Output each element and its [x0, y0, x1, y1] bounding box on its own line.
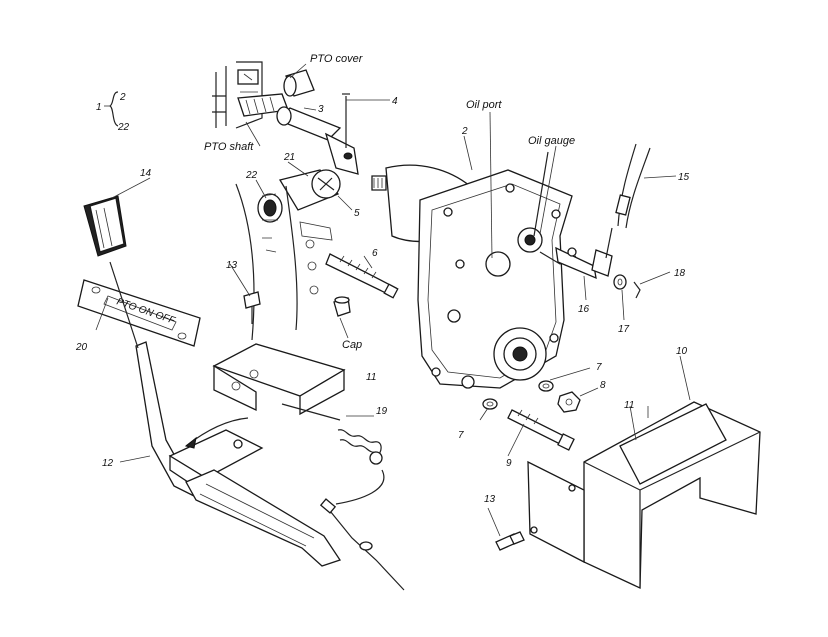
num-2-brace: 2: [119, 92, 126, 103]
part-numbers: 1 2 22 2 3 4 5 6 7 7 8 9 10 11 11 12 13 …: [75, 92, 690, 505]
spring-part-19: [281, 403, 405, 591]
leader-lines: [95, 63, 691, 537]
num-4: 4: [392, 96, 398, 107]
num-18: 18: [674, 268, 686, 279]
num-1: 1: [96, 102, 102, 113]
num-5: 5: [354, 208, 360, 219]
label-oil-gauge: Oil gauge: [528, 135, 575, 147]
tractor-frame-fragment: [212, 61, 263, 129]
bolt-part-13-left: [243, 291, 261, 324]
num-2: 2: [461, 126, 468, 137]
washer-part-7-right: [538, 380, 554, 392]
num-14: 14: [140, 168, 152, 179]
bracket-plate-part-11: [527, 460, 585, 564]
num-10: 10: [676, 346, 688, 357]
callout-labels: PTO cover Oil port Oil gauge PTO shaft C…: [204, 53, 575, 351]
spring-collar-part-22: [257, 193, 283, 223]
pin-part-4: [342, 93, 350, 148]
label-cap: Cap: [342, 339, 362, 351]
num-15: 15: [678, 172, 690, 183]
nut-part-8: [557, 391, 581, 413]
num-12: 12: [102, 458, 114, 469]
bolt-part-6: [325, 253, 399, 299]
assembly-arrow: [184, 417, 249, 449]
num-8: 8: [600, 380, 606, 391]
cotter-pin-part-18: [633, 281, 641, 299]
num-13a: 13: [226, 260, 238, 271]
part-1-brace: [104, 91, 119, 127]
num-22: 22: [245, 170, 258, 181]
num-7a: 7: [596, 362, 602, 373]
pto-gearbox-part-2: [371, 164, 577, 389]
mount-bracket-part-11: [212, 343, 346, 416]
num-7b: 7: [458, 430, 464, 441]
lever-knob-part-14: [83, 195, 127, 257]
linkage-part-16: [555, 246, 613, 280]
selector-plate-part-20: PTO ON OFF: [77, 279, 201, 347]
num-3: 3: [318, 104, 324, 115]
sleeve-part-3: [276, 106, 359, 175]
lever-arm-bracket: [185, 469, 342, 567]
washer-part-17: [613, 274, 627, 290]
oil-gauge-dipstick: [533, 151, 549, 237]
num-6: 6: [372, 248, 378, 259]
num-17: 17: [618, 324, 630, 335]
num-20: 20: [75, 342, 88, 353]
tractor-side-outline: [235, 183, 333, 341]
bolt-part-9: [507, 409, 575, 451]
num-22-brace: 22: [117, 122, 130, 133]
label-oil-port: Oil port: [466, 99, 502, 111]
label-pto-shaft: PTO shaft: [204, 141, 254, 153]
washer-part-7-left: [482, 398, 498, 410]
num-19: 19: [376, 406, 388, 417]
num-11a: 11: [624, 400, 634, 411]
coupling-part-21: [278, 169, 341, 211]
num-16: 16: [578, 304, 590, 315]
control-cable-part-15: [605, 143, 651, 259]
cap-part: [333, 296, 351, 317]
num-9: 9: [506, 458, 512, 469]
num-21: 21: [283, 152, 295, 163]
shield-cover-part-10: [583, 401, 761, 590]
num-11b: 11: [366, 372, 376, 383]
num-13b: 13: [484, 494, 496, 505]
bolt-part-13-right: [495, 531, 525, 551]
pto-cover-part: [283, 69, 315, 97]
label-pto-cover: PTO cover: [310, 53, 364, 65]
